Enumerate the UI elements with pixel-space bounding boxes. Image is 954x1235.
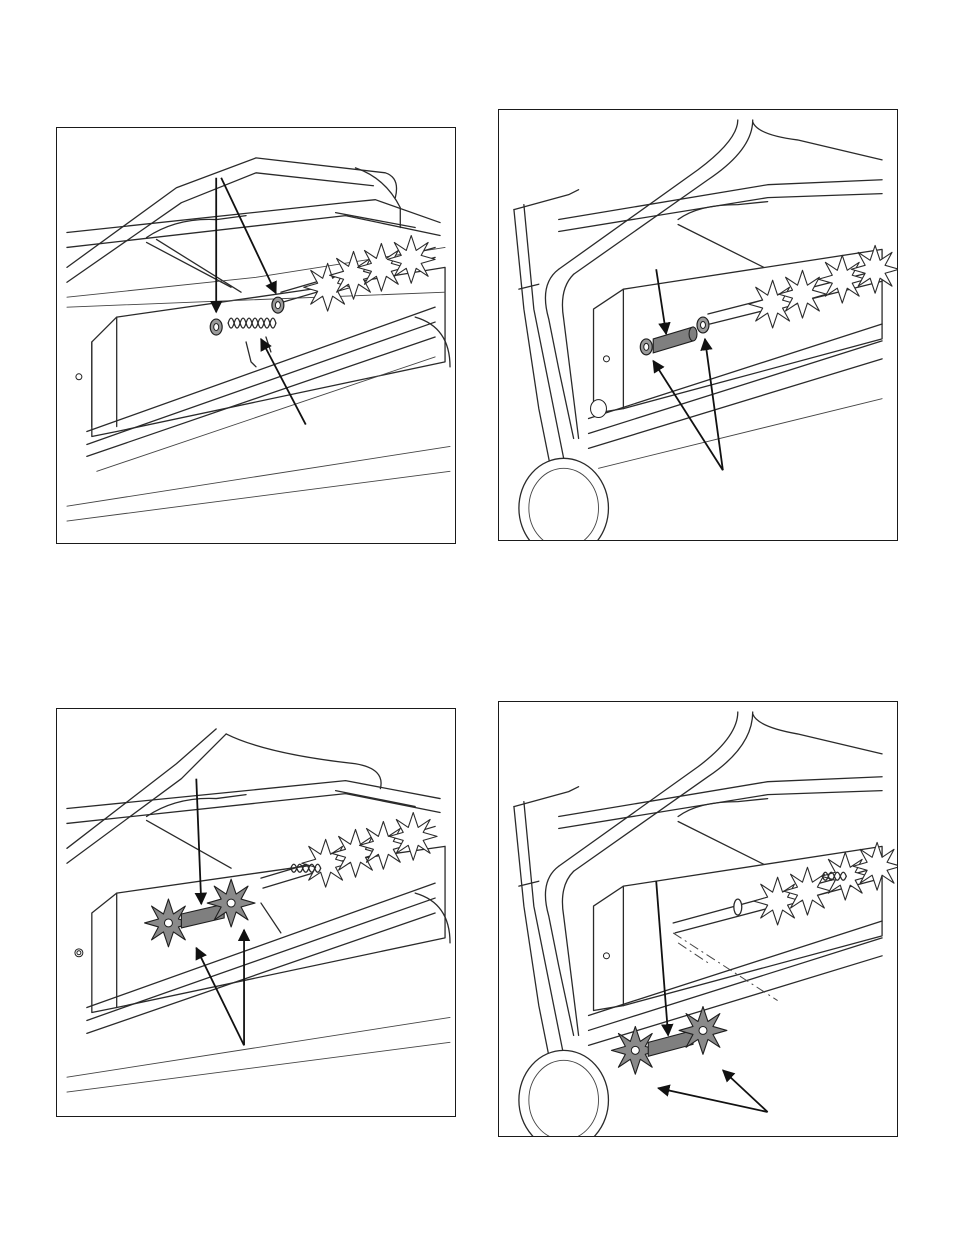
- figure-3: [56, 708, 456, 1117]
- wheel: [519, 400, 609, 540]
- figure-2: [498, 109, 898, 541]
- handle-frame: [67, 729, 381, 863]
- top-rail: [559, 180, 882, 270]
- figure-4-drawing: [499, 702, 897, 1136]
- figure-1-drawing: [57, 128, 455, 543]
- figure-2-drawing: [499, 110, 897, 540]
- figure-1: [56, 127, 456, 544]
- wheel: [519, 1050, 609, 1136]
- highlighted-tines: [611, 1007, 726, 1075]
- top-rail: [559, 777, 882, 867]
- figure-4: [498, 701, 898, 1137]
- spacer-tube: [648, 1030, 693, 1056]
- figure-3-drawing: [57, 709, 455, 1116]
